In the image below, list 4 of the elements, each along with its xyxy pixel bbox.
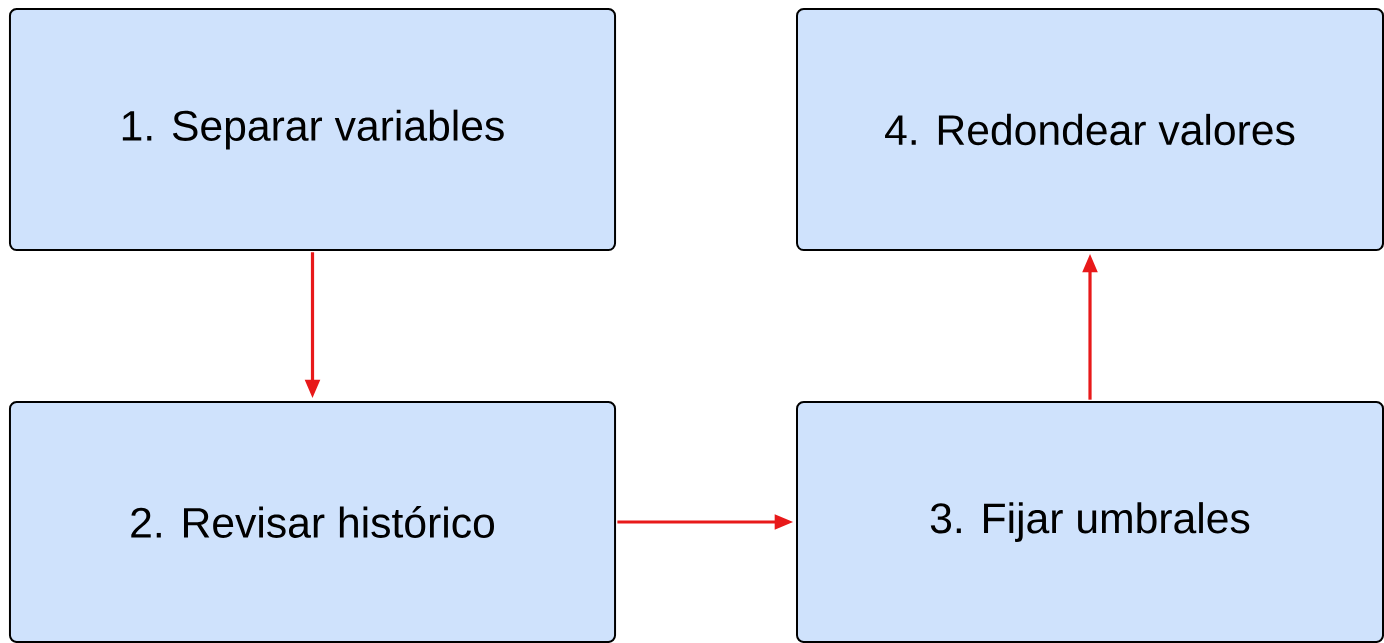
process-box: 1. Separar variables <box>8 7 617 252</box>
process-box: 3. Fijar umbrales <box>796 401 1384 643</box>
process-box: 2. Revisar histórico <box>8 401 617 643</box>
process-box: 4. Redondear valores <box>796 7 1384 252</box>
